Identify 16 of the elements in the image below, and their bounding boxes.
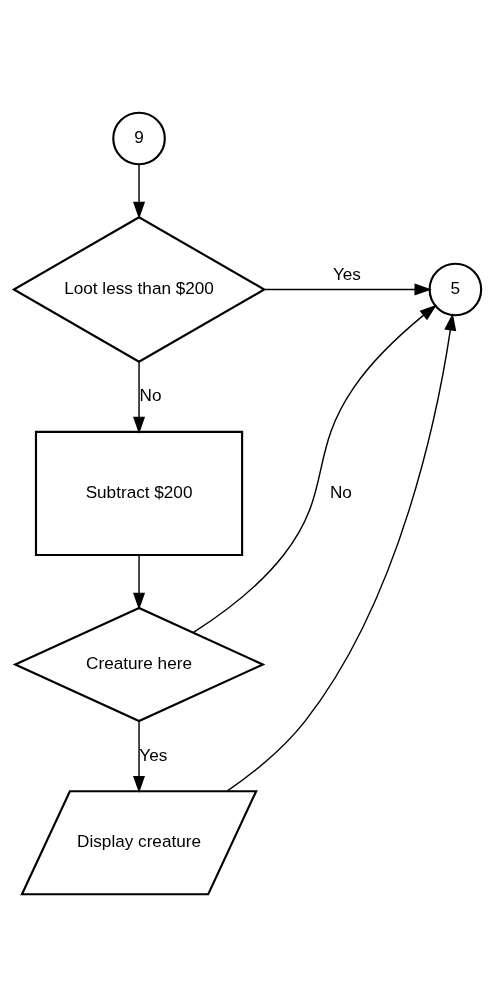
arrow xyxy=(133,554,146,610)
arrow xyxy=(226,313,457,792)
arrow xyxy=(192,304,437,634)
edge-label: No xyxy=(139,385,162,406)
edge-label: Yes xyxy=(139,744,168,765)
arrow xyxy=(263,283,432,296)
arrow xyxy=(133,361,146,434)
node-circle: 5 xyxy=(428,262,483,317)
arrow xyxy=(133,720,146,794)
edge-label: Yes xyxy=(332,264,361,285)
arrow xyxy=(133,163,146,220)
node-diamond: Loot less than $200 xyxy=(11,215,267,364)
edge-label: No xyxy=(329,481,352,502)
node-circle: 9 xyxy=(112,111,166,166)
node-diamond: Creature here xyxy=(12,606,266,723)
node-box: Subtract $200 xyxy=(34,430,244,557)
